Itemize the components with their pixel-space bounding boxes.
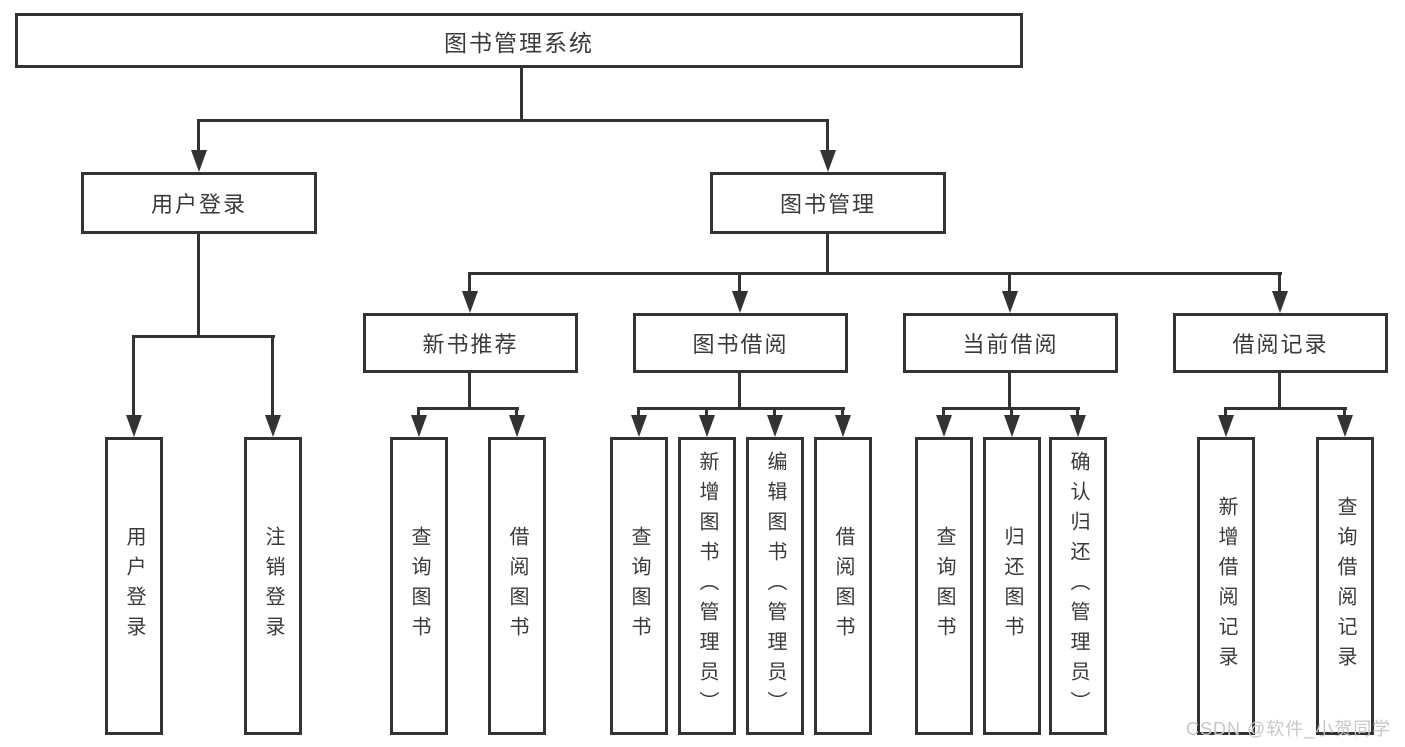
- arrow-shaft: [417, 407, 420, 417]
- arrow-head-icon: [835, 415, 851, 437]
- node-user-login-label: 用户登录: [150, 192, 247, 217]
- arrow-head-icon: [1218, 415, 1234, 437]
- arrow-shaft: [1278, 272, 1281, 293]
- arrow-shaft: [826, 119, 829, 152]
- arrow-shaft: [271, 335, 274, 417]
- arrow-head-icon: [631, 415, 647, 437]
- connector-bar: [417, 407, 519, 410]
- arrow-shaft: [197, 119, 200, 152]
- arrow-head-icon: [411, 415, 427, 437]
- connector-bar: [637, 407, 845, 410]
- arrow-shaft: [1008, 272, 1011, 293]
- arrow-head-icon: [191, 150, 207, 172]
- leaf-confirm-return-admin-label: 确认归还（管理员）: [1067, 451, 1089, 721]
- connector-stem: [738, 373, 741, 407]
- connector-stem: [1278, 373, 1281, 407]
- node-book-management: 图书管理: [710, 172, 946, 234]
- node-root: 图书管理系统: [15, 13, 1023, 68]
- connector-bar: [1224, 407, 1347, 410]
- leaf-query-book-recommend: 查询图书: [390, 437, 448, 735]
- leaf-borrow-book-recommend-label: 借阅图书: [506, 526, 528, 646]
- arrow-shaft: [1076, 407, 1079, 417]
- arrow-head-icon: [767, 415, 783, 437]
- connector-stem: [468, 373, 471, 407]
- leaf-query-book-current: 查询图书: [915, 437, 973, 735]
- node-book-management-label: 图书管理: [779, 192, 876, 217]
- arrow-head-icon: [936, 415, 952, 437]
- node-current-borrow-label: 当前借阅: [962, 332, 1059, 357]
- leaf-user-login-label: 用户登录: [123, 526, 145, 646]
- arrow-head-icon: [1070, 415, 1086, 437]
- node-book-borrow: 图书借阅: [633, 313, 848, 373]
- arrow-shaft: [515, 407, 518, 417]
- arrow-shaft: [132, 335, 135, 417]
- arrow-shaft: [738, 272, 741, 293]
- leaf-user-login: 用户登录: [105, 437, 163, 735]
- connector-stem: [197, 234, 200, 335]
- leaf-edit-book-admin-label: 编辑图书（管理员）: [764, 451, 786, 721]
- connector-bar: [197, 119, 829, 122]
- watermark: CSDN @软件_小贺同学: [1186, 719, 1392, 739]
- leaf-logout-label: 注销登录: [262, 526, 284, 646]
- arrow-head-icon: [126, 415, 142, 437]
- arrow-head-icon: [820, 150, 836, 172]
- leaf-add-borrow-record: 新增借阅记录: [1197, 437, 1255, 735]
- arrow-shaft: [942, 407, 945, 417]
- connector-bar: [468, 272, 1282, 275]
- arrow-head-icon: [732, 291, 748, 313]
- arrow-shaft: [1343, 407, 1346, 417]
- arrow-shaft: [841, 407, 844, 417]
- arrow-head-icon: [509, 415, 525, 437]
- arrow-head-icon: [1004, 415, 1020, 437]
- arrow-head-icon: [1272, 291, 1288, 313]
- leaf-query-borrow-record: 查询借阅记录: [1316, 437, 1374, 735]
- leaf-return-book: 归还图书: [983, 437, 1041, 735]
- arrow-head-icon: [265, 415, 281, 437]
- leaf-query-book-recommend-label: 查询图书: [408, 526, 430, 646]
- arrow-shaft: [705, 407, 708, 417]
- connector-stem: [1008, 373, 1011, 407]
- node-new-book-recommend: 新书推荐: [363, 313, 578, 373]
- node-borrow-record-label: 借阅记录: [1232, 332, 1329, 357]
- connector-bar: [132, 335, 275, 338]
- leaf-add-book-admin-label: 新增图书（管理员）: [696, 451, 718, 721]
- arrow-head-icon: [462, 291, 478, 313]
- arrow-shaft: [1224, 407, 1227, 417]
- node-borrow-record: 借阅记录: [1173, 313, 1388, 373]
- connector-stem: [520, 68, 523, 119]
- leaf-return-book-label: 归还图书: [1001, 526, 1023, 646]
- arrow-head-icon: [1337, 415, 1353, 437]
- leaf-borrow-book-label: 借阅图书: [832, 526, 854, 646]
- leaf-query-book-current-label: 查询图书: [933, 526, 955, 646]
- node-user-login: 用户登录: [81, 172, 317, 234]
- leaf-borrow-book: 借阅图书: [814, 437, 872, 735]
- arrow-shaft: [1010, 407, 1013, 417]
- connector-stem: [826, 234, 829, 272]
- leaf-confirm-return-admin: 确认归还（管理员）: [1049, 437, 1107, 735]
- arrow-shaft: [468, 272, 471, 293]
- leaf-add-book-admin: 新增图书（管理员）: [678, 437, 736, 735]
- leaf-query-book-borrow-label: 查询图书: [628, 526, 650, 646]
- leaf-logout: 注销登录: [244, 437, 302, 735]
- arrow-shaft: [637, 407, 640, 417]
- arrow-head-icon: [699, 415, 715, 437]
- leaf-add-borrow-record-label: 新增借阅记录: [1215, 496, 1237, 676]
- leaf-borrow-book-recommend: 借阅图书: [488, 437, 546, 735]
- node-current-borrow: 当前借阅: [903, 313, 1118, 373]
- arrow-shaft: [773, 407, 776, 417]
- leaf-query-borrow-record-label: 查询借阅记录: [1334, 496, 1356, 676]
- node-root-label: 图书管理系统: [444, 29, 594, 56]
- leaf-query-book-borrow: 查询图书: [610, 437, 668, 735]
- arrow-head-icon: [1002, 291, 1018, 313]
- node-book-borrow-label: 图书借阅: [692, 332, 789, 357]
- leaf-edit-book-admin: 编辑图书（管理员）: [746, 437, 804, 735]
- node-new-book-recommend-label: 新书推荐: [422, 332, 519, 357]
